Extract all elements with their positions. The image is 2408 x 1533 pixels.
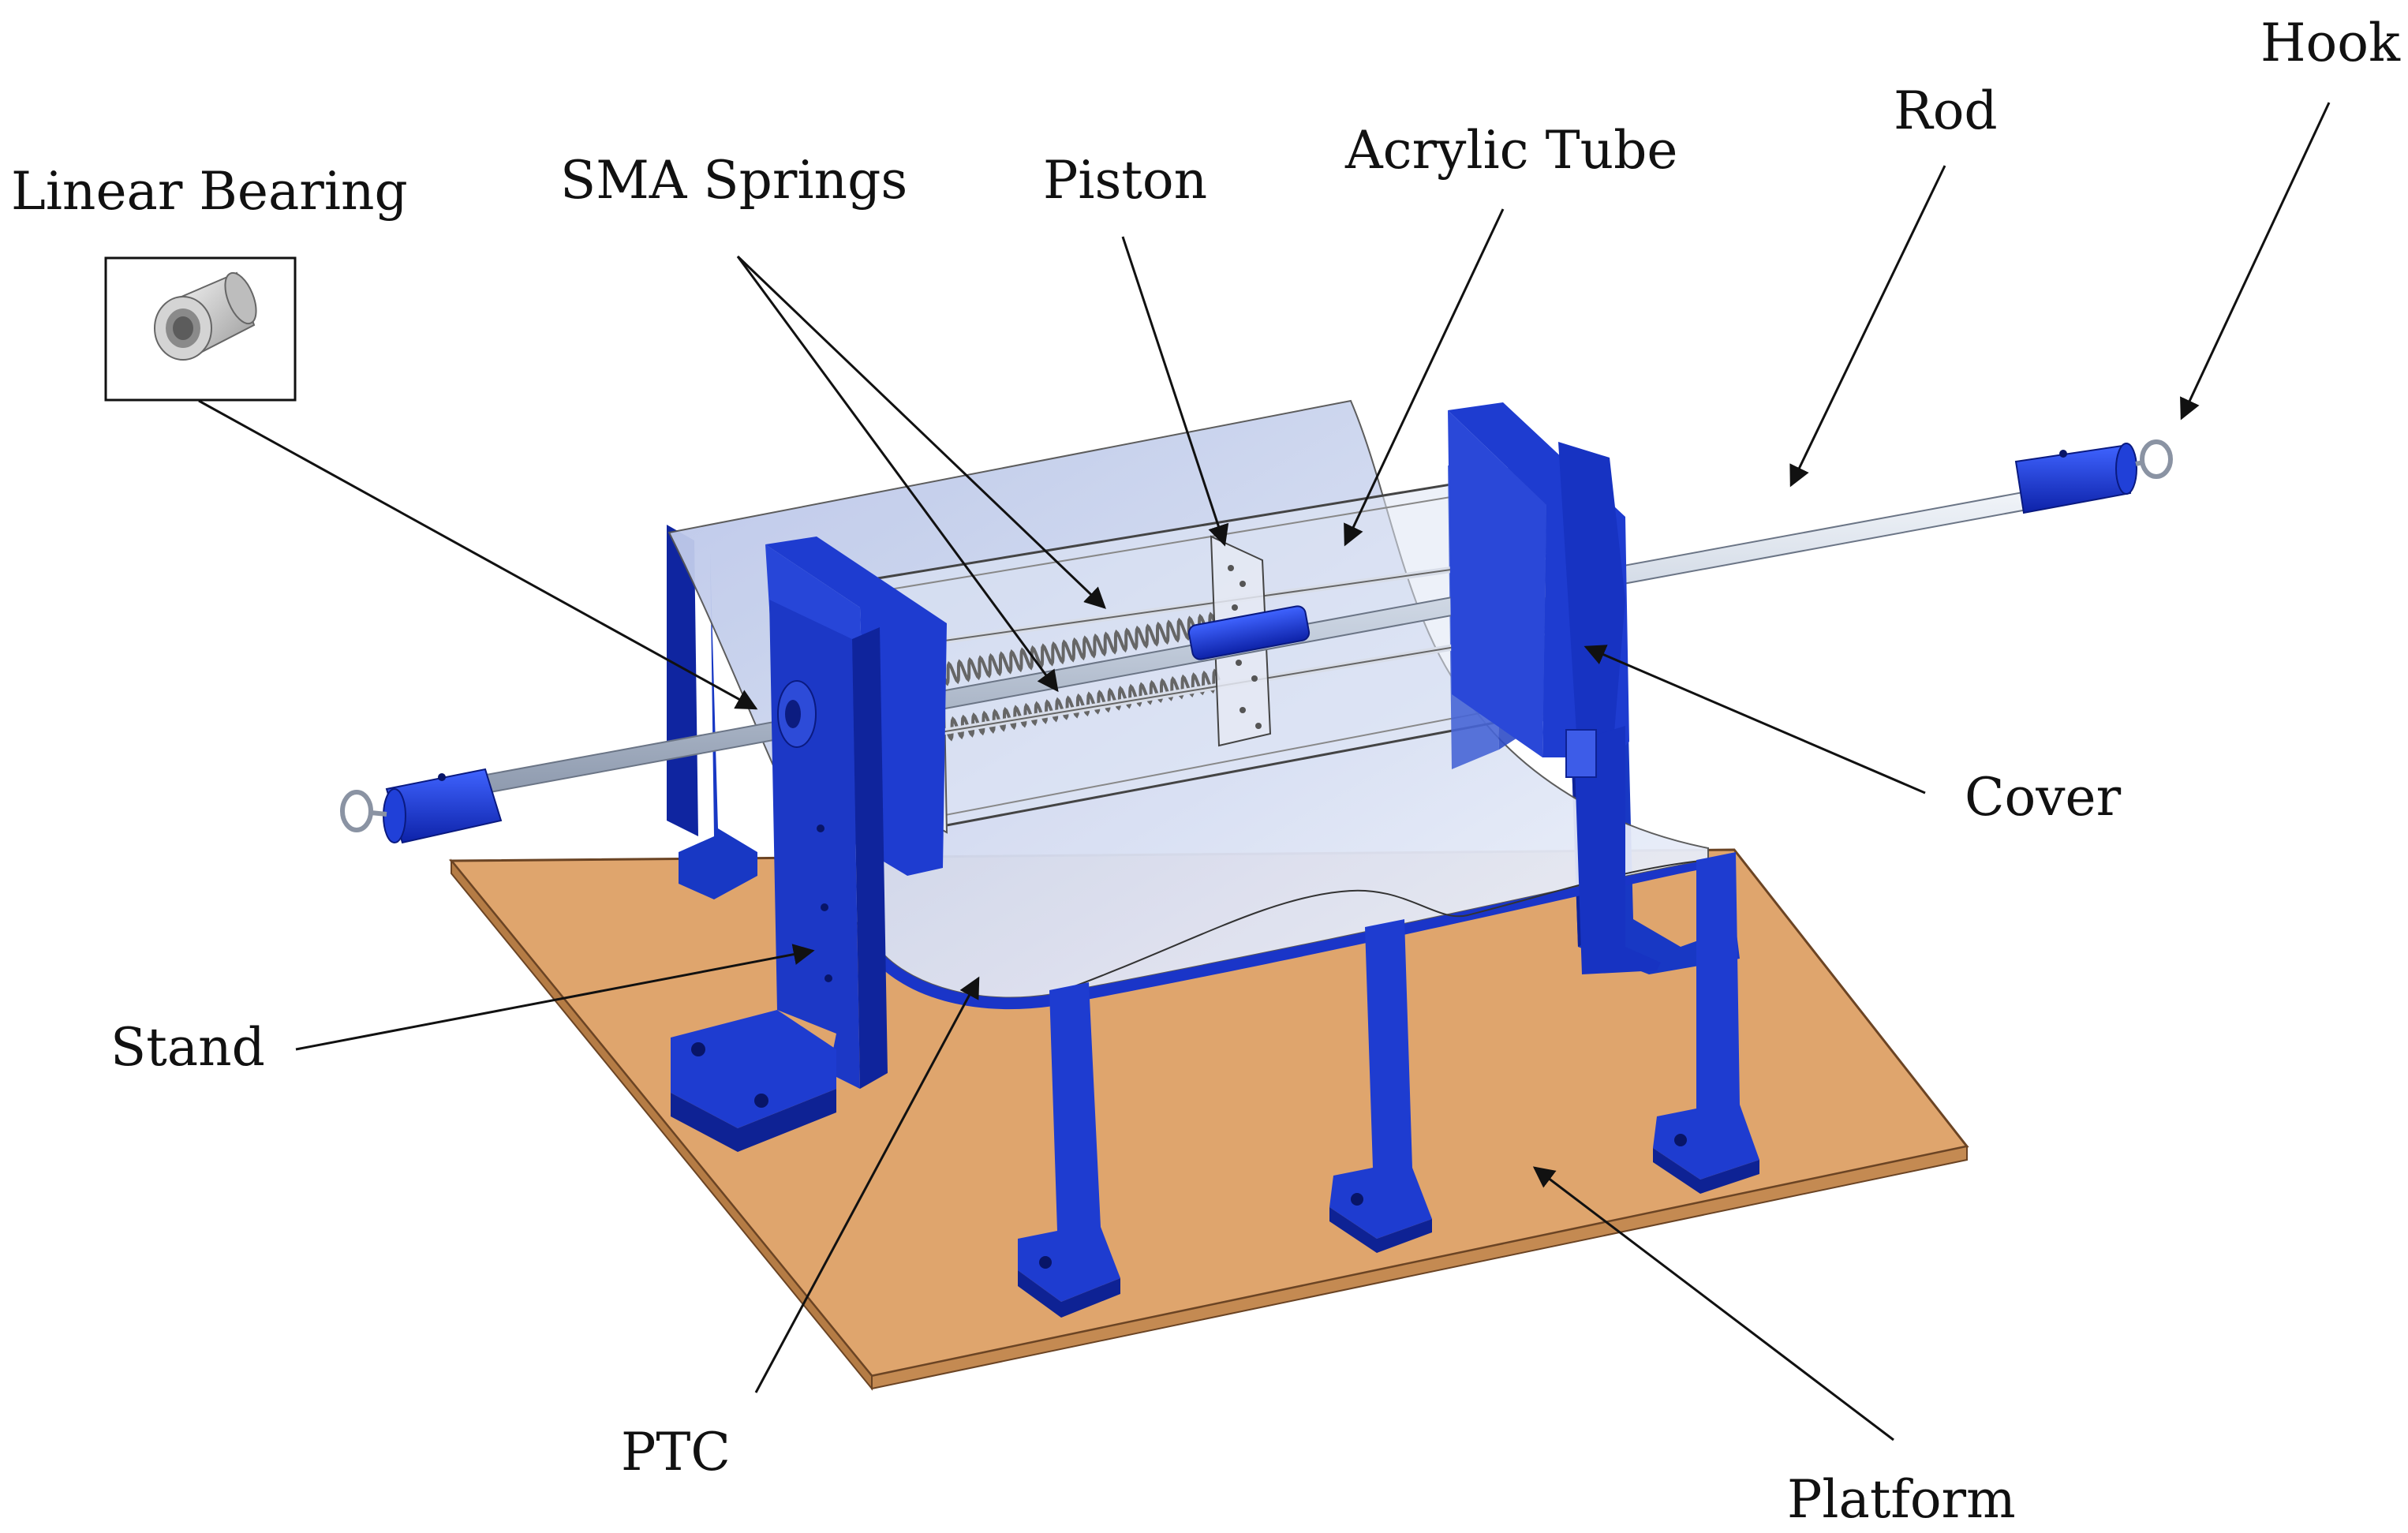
right-hook-icon [2135,439,2173,479]
leader-stand [295,944,815,1051]
label-platform: Platform [1787,1469,2016,1530]
leader-piston [1121,236,1229,547]
right-end-cap [2014,443,2137,514]
leader-platform [1532,1166,1894,1441]
linear-bearing-icon [154,271,257,361]
leader-sma-spring-2 [736,256,1059,693]
front-right-stand [1448,402,1661,974]
label-linear-bearing: Linear Bearing [11,161,408,222]
sma-springs [941,611,1221,742]
label-rod: Rod [1894,80,1998,141]
left-end-cap [383,768,503,844]
label-piston: Piston [1043,150,1208,211]
label-stand: Stand [110,1017,265,1078]
label-sma-springs: SMA Springs [560,150,908,211]
leader-hook [2180,102,2331,421]
leader-acrylic-tube [1344,208,1505,547]
leader-rod [1789,165,1946,488]
label-acrylic-tube: Acrylic Tube [1345,120,1678,181]
ptc-support-legs [1018,852,1759,1318]
leader-ptc [754,976,980,1393]
label-hook: Hook [2260,13,2401,73]
leader-sma-spring-1 [736,255,1106,609]
left-hook-icon [340,790,387,832]
leader-linear-bearing [198,399,758,710]
label-ptc: PTC [621,1422,731,1483]
leader-cover [1584,645,1926,795]
linear-bearing-inset [104,256,297,402]
leader-lines [198,102,2331,1441]
label-cover: Cover [1965,767,2122,828]
piston-collar [1187,605,1311,660]
linear-bearing [777,680,817,748]
